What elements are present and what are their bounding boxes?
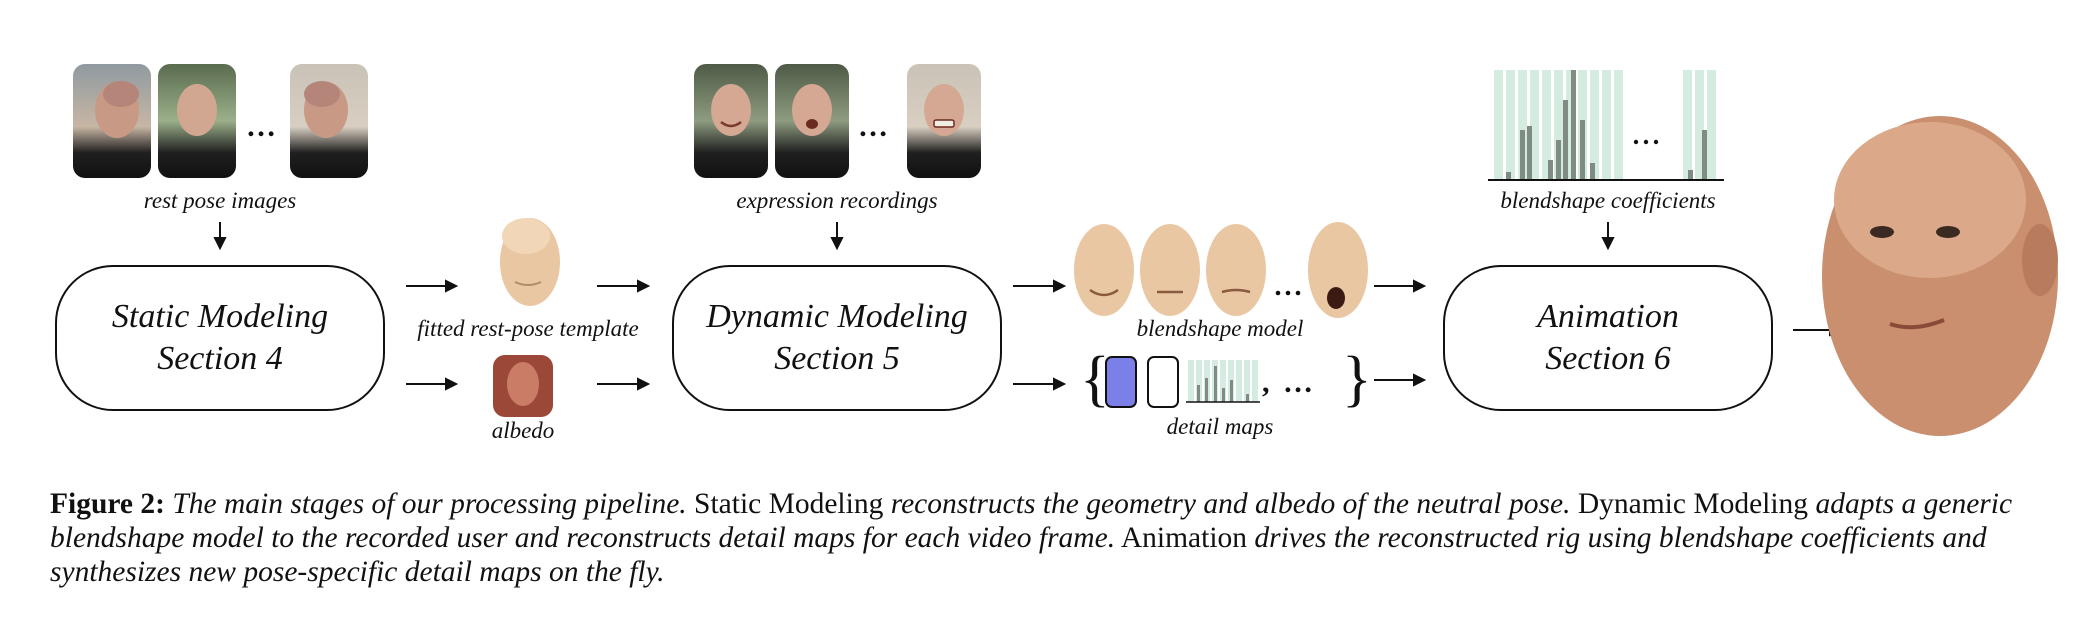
stage-box-animation: Animation Section 6 bbox=[1443, 265, 1773, 411]
blendshape-coefficients-label: blendshape coefficients bbox=[1500, 188, 1716, 213]
stage-section: Section 5 bbox=[774, 340, 900, 377]
rendered-face-icon bbox=[1822, 116, 2058, 436]
face-profile-right-icon bbox=[304, 81, 348, 138]
caption-sentence-3: adapts a generic blendshape model to the… bbox=[50, 488, 2013, 554]
albedo-label: albedo bbox=[491, 418, 555, 443]
caption-sentence-4: drives the reconstructed rig using blend… bbox=[50, 522, 1987, 588]
rest-pose-ellipsis: … bbox=[246, 110, 279, 143]
template-head-icon bbox=[500, 218, 560, 306]
detail-maps-close-brace: } bbox=[1342, 345, 1372, 413]
fitted-template-label: fitted rest-pose template bbox=[417, 316, 639, 341]
flow-arrows bbox=[406, 279, 1844, 391]
caption-sentence-2: reconstructs the geometry and albedo of … bbox=[890, 488, 1571, 520]
stage-section: Section 6 bbox=[1545, 340, 1671, 377]
detail-maps-open-brace: { bbox=[1080, 345, 1110, 413]
expression-photo-3 bbox=[907, 64, 981, 178]
blendshape-coefficient-bars bbox=[1488, 70, 1724, 181]
face-smile-icon bbox=[711, 84, 751, 136]
detail-maps-label: detail maps bbox=[1166, 414, 1274, 439]
stage-box-static-modeling: Static Modeling Section 4 bbox=[55, 265, 385, 411]
stage-title: Animation bbox=[1537, 298, 1679, 335]
stage-section: Section 4 bbox=[157, 340, 283, 377]
rest-pose-photo-2 bbox=[158, 64, 236, 178]
expression-photo-2 bbox=[775, 64, 849, 178]
expression-recordings-label: expression recordings bbox=[736, 188, 938, 213]
caption-sentence-1: The main stages of our processing pipeli… bbox=[172, 488, 687, 520]
rest-pose-photo-3 bbox=[290, 64, 368, 178]
bars-ellipsis bbox=[1633, 139, 1659, 145]
blendshape-heads bbox=[1074, 222, 1368, 318]
detail-maps-ellipsis: , … bbox=[1262, 366, 1316, 399]
stage-title: Static Modeling bbox=[111, 298, 329, 335]
face-profile-icon bbox=[95, 81, 139, 138]
caption-term-animation: Animation bbox=[1120, 522, 1248, 554]
figure-label: Figure 2: bbox=[50, 488, 165, 520]
stage-title: Dynamic Modeling bbox=[706, 298, 968, 335]
rest-pose-photo-1 bbox=[73, 64, 151, 178]
face-grimace-icon bbox=[924, 84, 964, 136]
face-open-mouth-icon bbox=[792, 84, 832, 136]
albedo-map-icon bbox=[493, 355, 553, 417]
caption-term-dynamic: Dynamic Modeling bbox=[1577, 488, 1809, 520]
stage-box-dynamic-modeling: Dynamic Modeling Section 5 bbox=[672, 265, 1002, 411]
caption-term-static: Static Modeling bbox=[694, 488, 884, 520]
detail-maps-icons bbox=[1105, 356, 1260, 408]
blendshape-model-label: blendshape model bbox=[1136, 316, 1304, 341]
expression-photo-1 bbox=[694, 64, 768, 178]
rest-pose-images-label: rest pose images bbox=[143, 188, 297, 213]
figure-caption: Figure 2: The main stages of our process… bbox=[50, 487, 2040, 589]
face-front-icon bbox=[177, 84, 217, 136]
expression-ellipsis: … bbox=[858, 110, 891, 143]
